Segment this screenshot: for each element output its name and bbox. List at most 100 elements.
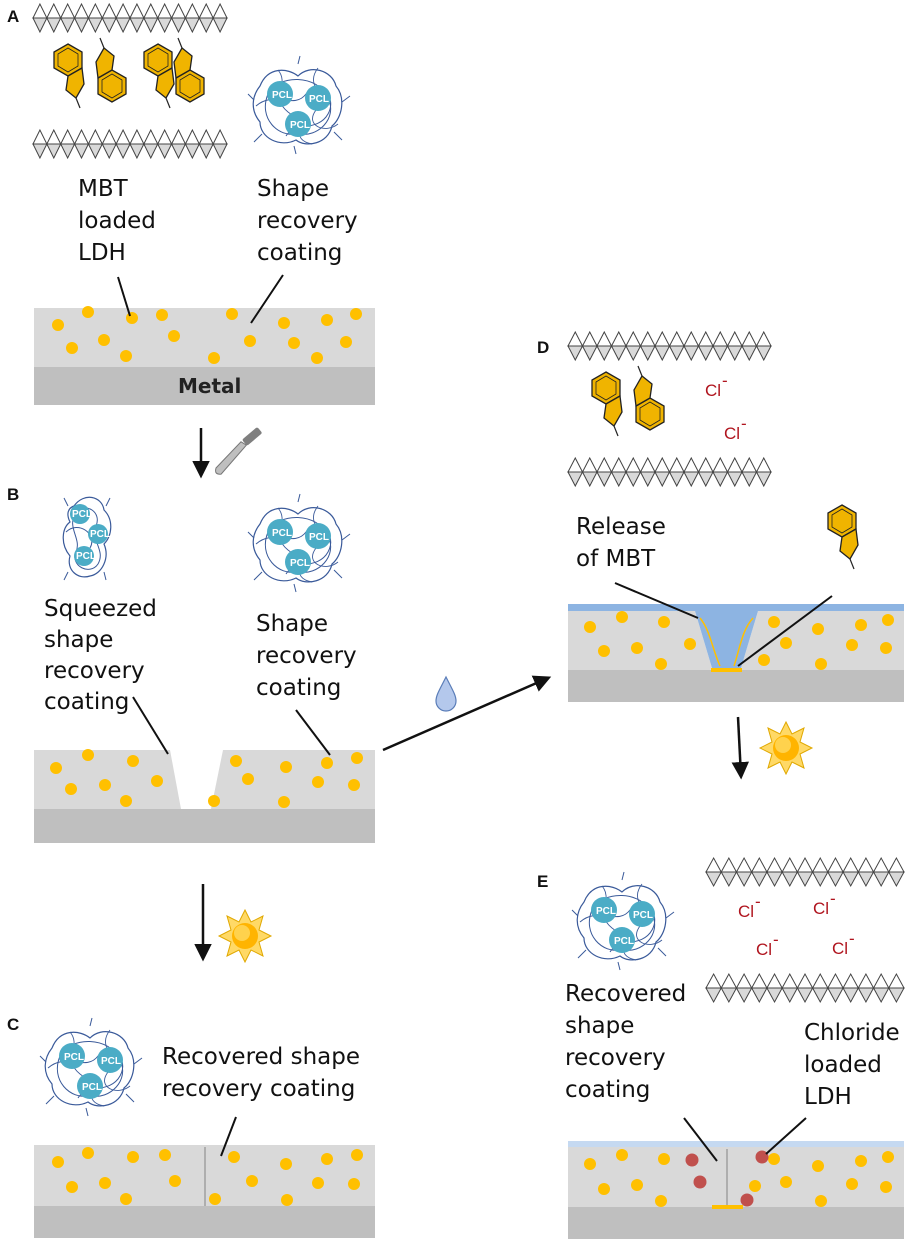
mbt-ldh-particle <box>768 616 780 628</box>
mbt-ldh-particle <box>882 614 894 626</box>
ldh-triangle <box>87 17 104 34</box>
panel-b: B PCL PCL PCL PCL PCL PCL Squeezed shape… <box>7 485 375 843</box>
ldh-triangle <box>842 871 860 888</box>
pcl-label: PCL <box>272 528 292 539</box>
mbt-ldh-particle <box>658 616 670 628</box>
ldh-triangle <box>857 871 875 888</box>
ldh-triangle <box>668 456 685 473</box>
chloride-symbol: Cl <box>832 939 848 958</box>
ldh-triangle <box>567 456 584 473</box>
ldh-triangle <box>73 17 90 34</box>
ldh-triangle <box>581 345 598 362</box>
ldh-layer-top-a <box>32 2 228 34</box>
ldh-triangle <box>46 17 62 34</box>
ldh-triangle <box>115 17 131 34</box>
arrow-b-to-d <box>382 675 552 752</box>
ldh-triangle <box>101 128 117 145</box>
ldh-triangle <box>750 972 768 989</box>
mbt-ldh-particle <box>52 1156 64 1168</box>
ldh-triangle <box>872 972 890 989</box>
ldh-triangle <box>872 856 890 873</box>
ldh-triangle <box>872 987 890 1004</box>
mbt-ldh-particle <box>321 1153 333 1165</box>
mbt-ldh-particle <box>228 1151 240 1163</box>
ldh-triangle <box>720 972 738 989</box>
label-recovered-single: Recovered shape recovery coating <box>162 1044 367 1102</box>
ldh-triangle <box>639 330 656 347</box>
chloride-symbol: Cl <box>738 902 754 921</box>
mbt-ldh-particle <box>127 1151 139 1163</box>
ldh-triangle <box>596 330 613 347</box>
ldh-triangle <box>668 345 685 362</box>
mbt-ldh-particle <box>321 314 333 326</box>
ldh-triangle <box>184 17 201 34</box>
mbt-ldh-particle <box>880 1181 892 1193</box>
ldh-triangle <box>726 330 743 347</box>
ldh-triangle <box>115 2 131 19</box>
ldh-triangle <box>170 2 187 19</box>
leader-recovered-e <box>683 1117 718 1162</box>
pcl-label: PCL <box>82 1082 102 1093</box>
ldh-triangle <box>143 128 159 145</box>
mbt-particles-b <box>50 749 363 808</box>
chloride-ion-d2: Cl - <box>724 414 747 443</box>
mbt-ldh-particle <box>348 779 360 791</box>
ldh-triangle <box>712 330 729 347</box>
ldh-triangle <box>625 471 642 488</box>
ldh-triangle <box>827 856 844 873</box>
ldh-triangle <box>705 987 723 1004</box>
ldh-triangle <box>59 2 76 19</box>
ldh-triangle <box>32 2 48 19</box>
mbt-ldh-particle <box>126 312 138 324</box>
ldh-triangle <box>827 972 844 989</box>
mbt-ldh-particle <box>209 1193 221 1205</box>
ldh-triangle <box>46 128 62 145</box>
ldh-triangle <box>212 2 228 19</box>
mbt-ldh-particle <box>655 1195 667 1207</box>
ldh-triangle <box>212 17 228 34</box>
ldh-triangle <box>639 471 656 488</box>
mbt-ldh-particle <box>616 611 628 623</box>
ldh-triangle <box>726 456 743 473</box>
pcl-label: PCL <box>76 551 96 562</box>
mbt-ldh-particle <box>631 1179 643 1191</box>
ldh-triangle <box>101 2 117 19</box>
ldh-triangle <box>32 17 48 34</box>
panel-d: D Cl - Cl - Release of MBT <box>537 330 904 702</box>
ldh-triangle <box>781 972 799 989</box>
chloride-ion-e4: Cl - <box>832 929 855 958</box>
mbt-ldh-particle <box>66 1181 78 1193</box>
ldh-triangle <box>766 871 783 888</box>
ldh-triangle <box>705 871 723 888</box>
mbt-ldh-particle <box>584 1158 596 1170</box>
pcl-label: PCL <box>272 90 292 101</box>
mbt-ldh-particle <box>169 1175 181 1187</box>
mbt-ldh-particle <box>278 796 290 808</box>
ldh-triangle <box>596 471 613 488</box>
ldh-triangle <box>827 987 844 1004</box>
mbt-ldh-particle <box>151 775 163 787</box>
mbt-particles-a <box>52 306 362 364</box>
arrow-d-to-e <box>731 716 750 780</box>
mbt-ldh-particle <box>584 621 596 633</box>
released-mbt-molecule <box>827 504 859 570</box>
ldh-triangle <box>755 345 772 362</box>
pcl-label: PCL <box>101 1056 121 1067</box>
ldh-triangle <box>796 972 814 989</box>
ldh-triangle <box>625 345 642 362</box>
panel-letter-b: B <box>7 485 19 504</box>
ldh-triangle <box>184 143 201 160</box>
ldh-triangle <box>129 143 145 160</box>
mbt-ldh-particle <box>311 352 323 364</box>
ldh-triangle <box>184 2 201 19</box>
ldh-triangle <box>697 456 714 473</box>
mbt-ldh-particle <box>855 619 867 631</box>
ldh-triangle <box>735 987 753 1004</box>
ldh-triangle <box>811 987 829 1004</box>
chloride-charge: - <box>755 892 761 911</box>
chloride-charge: - <box>741 414 747 433</box>
label-mbt-loaded-ldh: MBT loaded LDH <box>78 176 163 266</box>
knife-icon <box>215 427 262 475</box>
chloride-ldh-particle <box>755 1150 769 1164</box>
